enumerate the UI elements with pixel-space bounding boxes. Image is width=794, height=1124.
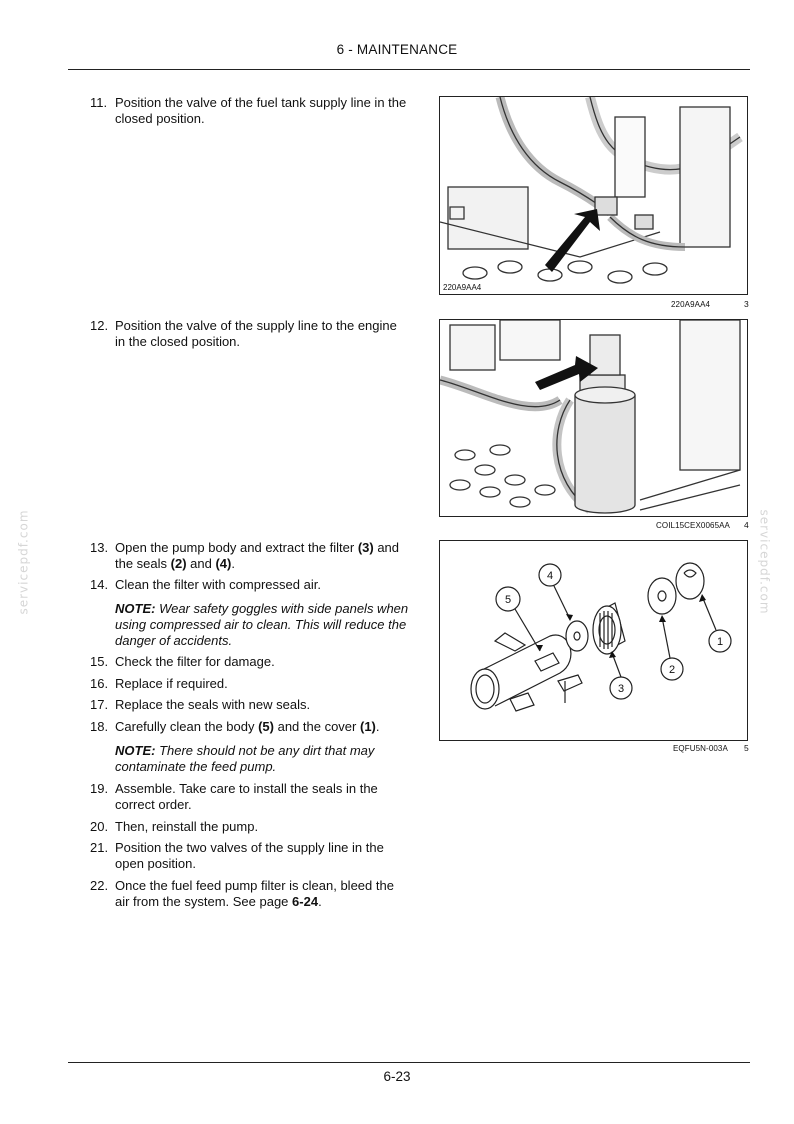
text-run: .	[375, 719, 380, 734]
step-14: 14. Clean the filter with compressed air…	[90, 577, 410, 593]
ref-filter: (3)	[357, 540, 374, 555]
step-11: 11. Position the valve of the fuel tank …	[90, 95, 410, 127]
step-number: 19.	[90, 781, 109, 796]
step-22: 22. Once the fuel feed pump filter is cl…	[90, 878, 410, 910]
step-text: Position the valve of the fuel tank supp…	[115, 95, 407, 126]
step-number: 20.	[90, 819, 109, 834]
step-number: 22.	[90, 878, 109, 893]
step-16: 16. Replace if required.	[90, 676, 410, 692]
fuel-pump-exploded-diagram: 5 4 3 2 1	[470, 562, 732, 712]
watermark-right: servicepdf.com	[757, 509, 772, 615]
figure-4-number: 4	[744, 520, 749, 530]
step-number: 16.	[90, 676, 109, 691]
figure-4-photo	[439, 319, 748, 517]
callout-1: 1	[717, 636, 723, 648]
figure-5-diagram: 5 4 3 2 1	[439, 540, 748, 741]
text-run: Open the pump body and extract the filte…	[115, 540, 358, 555]
header-rule	[68, 69, 750, 70]
fuel-tank-valve-illustration	[440, 97, 743, 284]
step-text: Open the pump body and extract the filte…	[115, 540, 410, 572]
callout-2: 2	[669, 664, 675, 676]
step-number: 21.	[90, 840, 109, 855]
step-text: Assemble. Take care to install the seals…	[115, 781, 378, 812]
note-label: NOTE:	[115, 601, 156, 616]
step-12: 12. Position the valve of the supply lin…	[90, 318, 410, 350]
step-number: 14.	[90, 577, 109, 592]
step-15: 15. Check the filter for damage.	[90, 654, 410, 670]
figure-inner-id: 220A9AA4	[443, 283, 482, 292]
step-13: 13. Open the pump body and extract the f…	[90, 540, 410, 572]
step-number: 12.	[90, 318, 109, 333]
step-17: 17. Replace the seals with new seals.	[90, 697, 410, 713]
figure-3-number: 3	[744, 299, 749, 309]
ref-seal-4: (4)	[215, 556, 232, 571]
step-text: Once the fuel feed pump filter is clean,…	[115, 878, 410, 910]
step-20: 20. Then, reinstall the pump.	[90, 819, 410, 835]
footer-rule	[68, 1062, 750, 1063]
figure-3-photo: 220A9AA4	[439, 96, 748, 295]
step-text: Carefully clean the body (5) and the cov…	[115, 719, 410, 735]
page-number: 6-23	[383, 1069, 411, 1084]
step-text: Then, reinstall the pump.	[115, 819, 259, 834]
figure-5-id: EQFU5N-003A	[673, 744, 728, 753]
note-safety: NOTE: Wear safety goggles with side pane…	[115, 601, 410, 649]
page-header-title: 6 - MAINTENANCE	[336, 42, 458, 57]
figure-3-id: 220A9AA4	[671, 300, 711, 309]
note-dirt: NOTE: There should not be any dirt that …	[115, 743, 410, 775]
callout-5: 5	[505, 594, 511, 606]
page-reference: 6-24	[292, 894, 319, 909]
ref-seal-2: (2)	[170, 556, 187, 571]
step-number: 18.	[90, 719, 109, 734]
step-number: 13.	[90, 540, 109, 555]
note-text: There should not be any dirt that may co…	[115, 743, 375, 774]
ref-cover: (1)	[359, 719, 376, 734]
watermark-left: servicepdf.com	[16, 509, 31, 615]
ref-body: (5)	[258, 719, 274, 734]
text-run: Carefully clean the body	[115, 719, 259, 734]
step-text: Clean the filter with compressed air.	[115, 577, 321, 592]
step-text: Replace the seals with new seals.	[115, 697, 311, 712]
step-number: 15.	[90, 654, 109, 669]
step-text: Replace if required.	[115, 676, 228, 691]
figure-4-id: COIL15CEX0065AA	[656, 521, 730, 530]
note-text: Wear safety goggles with side panels whe…	[115, 601, 409, 648]
text-run: .	[318, 894, 322, 909]
callout-3: 3	[618, 683, 624, 695]
text-run: and the cover	[273, 719, 360, 734]
text-run: Once the fuel feed pump filter is clean,…	[115, 878, 394, 909]
text-run: and the seals	[115, 540, 400, 571]
step-19: 19. Assemble. Take care to install the s…	[90, 781, 410, 813]
text-run: and	[186, 556, 216, 571]
engine-supply-valve-illustration	[440, 320, 741, 514]
text-run: .	[231, 556, 235, 571]
step-18: 18. Carefully clean the body (5) and the…	[90, 719, 410, 735]
step-text: Position the valve of the supply line to…	[115, 318, 397, 349]
callout-4: 4	[547, 570, 553, 582]
note-label: NOTE:	[115, 743, 156, 758]
step-number: 11.	[90, 95, 108, 110]
step-21: 21. Position the two valves of the suppl…	[90, 840, 410, 872]
step-text: Position the two valves of the supply li…	[115, 840, 384, 871]
figure-5-number: 5	[744, 743, 749, 753]
step-number: 17.	[90, 697, 109, 712]
step-text: Check the filter for damage.	[115, 654, 275, 669]
